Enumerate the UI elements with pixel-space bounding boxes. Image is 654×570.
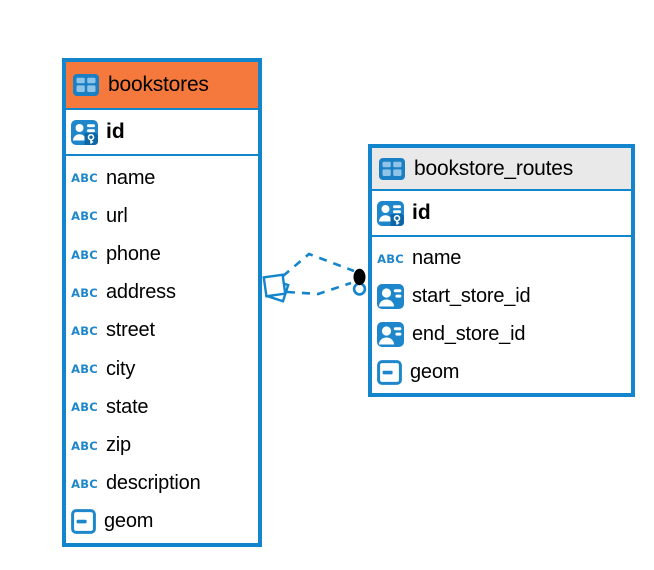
divider [66,108,258,110]
column-name: description [106,472,201,495]
table-bookstore-routes[interactable]: bookstore_routes id [368,144,635,397]
column-row[interactable]: geom [66,502,258,542]
column-list: ABC name start_store_id [372,237,631,393]
text-type-icon: ABC [71,323,98,338]
column-name: id [106,120,125,143]
primary-key-icon [377,200,404,226]
table-bookstores[interactable]: bookstores id ABC [62,58,262,547]
column-name: url [106,204,128,227]
column-name: geom [104,510,154,533]
geometry-type-icon [71,509,96,535]
column-name: address [106,281,176,304]
column-list: ABC name ABC url ABC phone ABC address A… [66,156,258,543]
divider [372,189,631,191]
relationship-line-upper[interactable] [282,252,355,277]
table-icon [73,74,99,96]
text-type-icon: ABC [71,171,98,186]
column-row-pk[interactable]: id [66,110,258,154]
divider [66,154,258,156]
relationship-line-lower[interactable] [286,281,352,296]
primary-key-icon [71,119,98,145]
column-row[interactable]: start_store_id [372,277,631,316]
column-row[interactable]: ABC name [372,240,631,278]
table-title: bookstore_routes [414,156,574,180]
column-row[interactable]: ABC description [66,464,258,503]
column-name: city [106,357,136,380]
column-row[interactable]: ABC phone [66,235,258,274]
geometry-type-icon [377,359,402,385]
text-type-icon: ABC [71,209,98,224]
reference-id-icon [377,321,404,347]
column-name: street [106,319,155,342]
column-row[interactable]: ABC url [66,197,258,236]
table-icon [379,157,405,180]
text-type-icon: ABC [71,285,98,300]
table-header-bookstore-routes[interactable]: bookstore_routes [372,148,631,189]
text-type-icon: ABC [71,400,98,415]
column-name: name [412,247,462,270]
text-type-icon: ABC [377,251,404,266]
column-row[interactable]: ABC street [66,311,258,351]
column-row[interactable]: ABC state [66,388,258,427]
column-row[interactable]: ABC name [66,159,258,198]
column-name: geom [410,360,460,383]
column-row[interactable]: ABC city [66,350,258,389]
text-type-icon: ABC [71,362,98,377]
table-title: bookstores [108,73,209,96]
column-row[interactable]: geom [372,353,631,391]
column-name: id [412,201,431,224]
text-type-icon: ABC [71,247,98,262]
divider [372,235,631,237]
text-type-icon: ABC [71,476,98,491]
text-type-icon: ABC [71,438,98,453]
column-name: zip [106,434,131,457]
column-name: phone [106,243,161,265]
reference-id-icon [377,284,404,310]
relationship-diamond-marker[interactable] [262,273,290,303]
table-header-bookstores[interactable]: bookstores [66,62,258,108]
column-name: start_store_id [412,285,531,308]
column-name: state [106,395,149,418]
column-row[interactable]: ABC zip [66,426,258,465]
column-row-pk[interactable]: id [372,191,631,235]
column-name: end_store_id [412,322,526,345]
column-row[interactable]: ABC address [66,273,258,312]
relationship-dot-marker[interactable] [352,268,367,296]
column-name: name [106,166,156,189]
column-row[interactable]: end_store_id [372,315,631,354]
